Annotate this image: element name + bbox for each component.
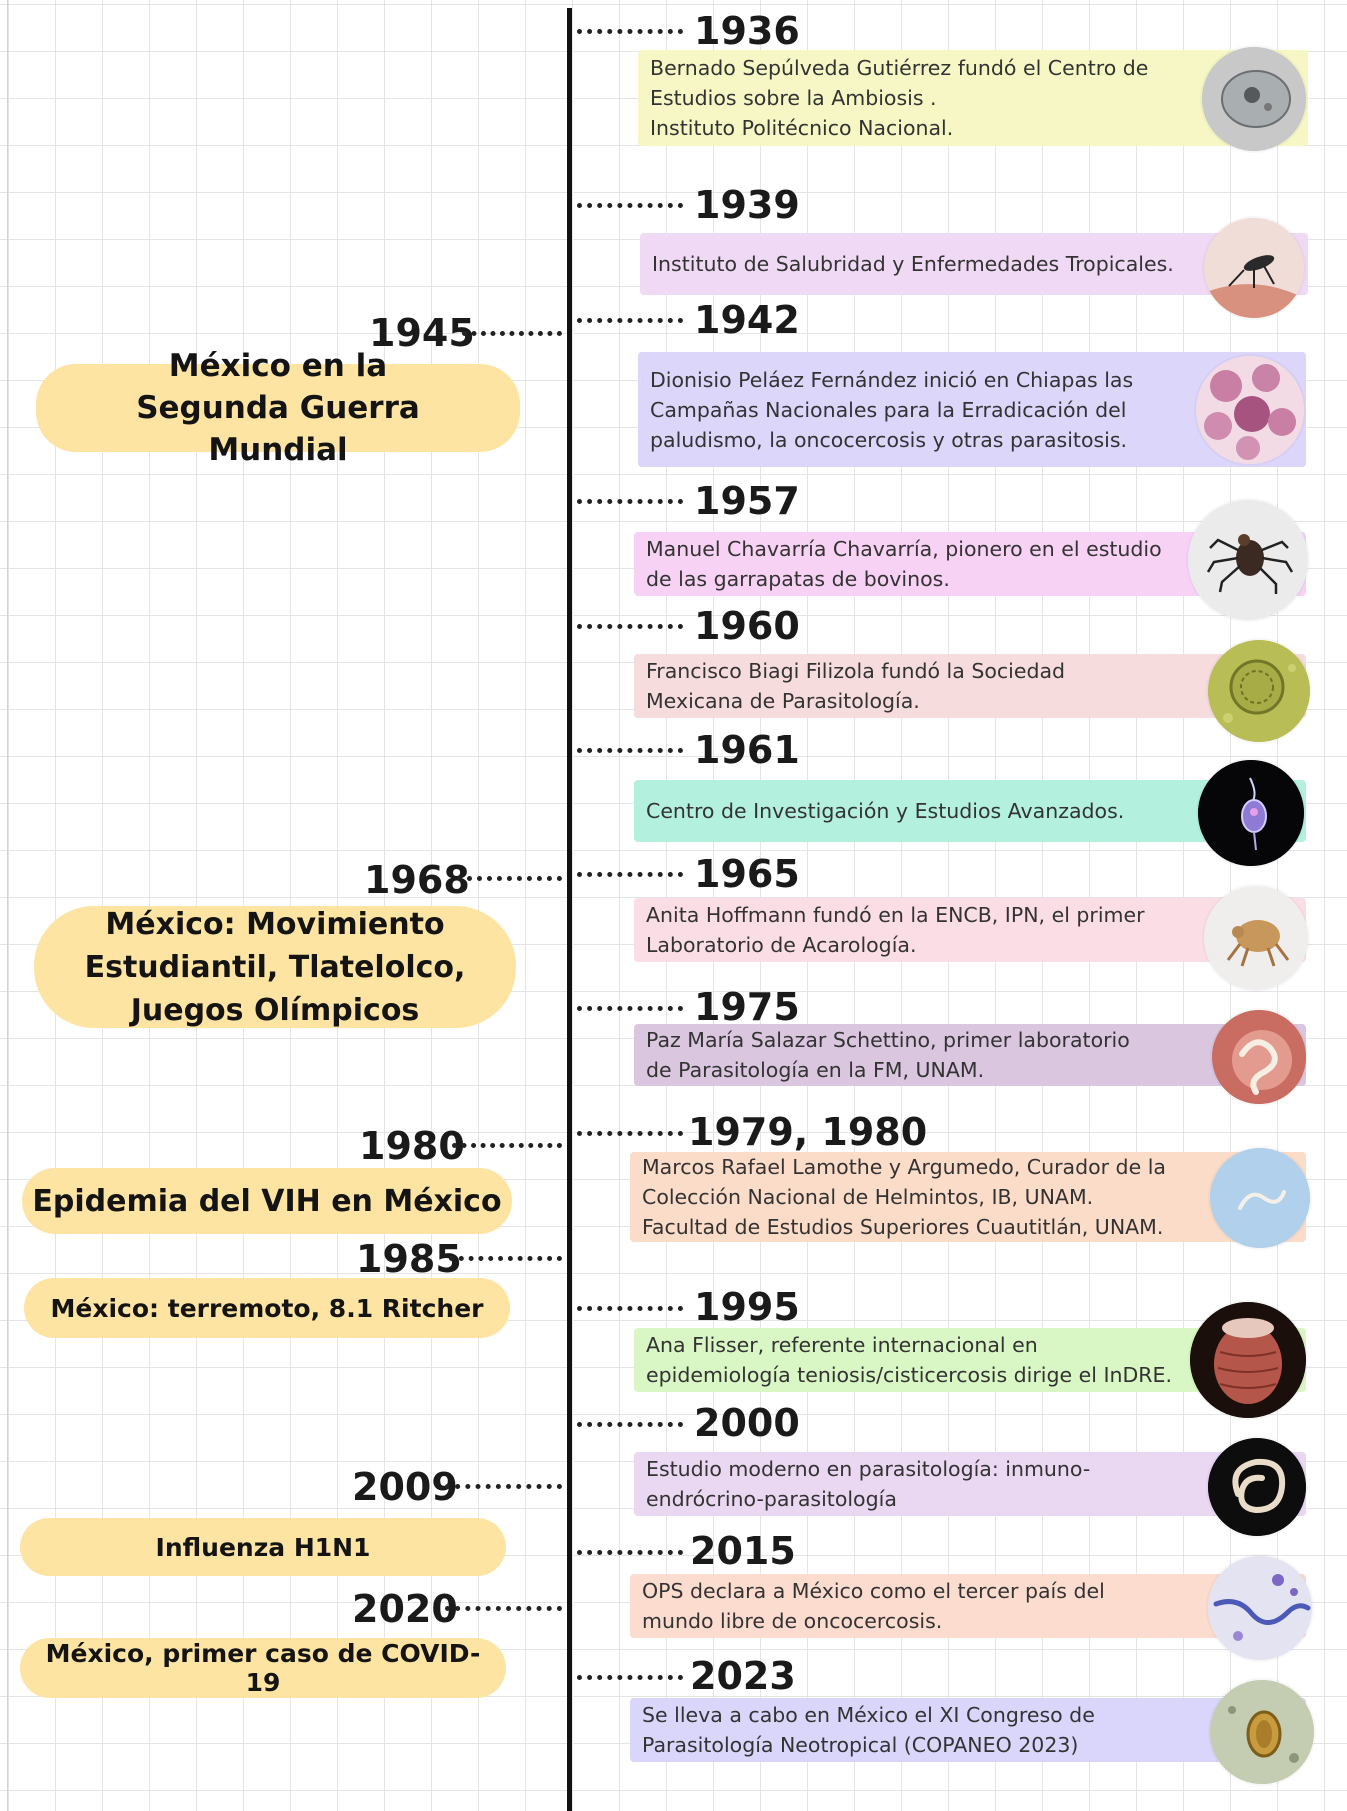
blood-cells-image <box>1196 356 1304 464</box>
microfilaria-image <box>1208 1556 1312 1660</box>
connector-dots <box>577 318 683 323</box>
history-pill: México: terremoto, 8.1 Ritcher <box>24 1278 510 1338</box>
history-year: 2020 <box>352 1590 458 1628</box>
connector-dots <box>462 331 562 336</box>
history-year: 1968 <box>364 861 470 899</box>
connector-dots <box>449 1256 562 1261</box>
microscope-egg-icon <box>1210 1680 1314 1784</box>
worm-tissue-image <box>1212 1010 1306 1104</box>
amoeba-icon <box>1202 47 1306 151</box>
tapeworm-icon <box>1190 1302 1306 1418</box>
coiled-worm-image <box>1208 1438 1306 1536</box>
mosquito-icon <box>1204 218 1304 318</box>
history-pill: México en la Segunda Guerra Mundial <box>36 364 520 452</box>
worm-tissue-icon <box>1212 1010 1306 1104</box>
event-year: 2000 <box>694 1404 800 1442</box>
event-card: Se lleva a cabo en México el XI Congreso… <box>630 1698 1306 1762</box>
connector-dots <box>577 1306 683 1311</box>
parasite-egg-image <box>1208 640 1310 742</box>
event-year: 1975 <box>694 988 800 1026</box>
blood-cells-icon <box>1196 356 1304 464</box>
event-card: Paz María Salazar Schettino, primer labo… <box>634 1024 1306 1086</box>
connector-dots <box>457 876 562 881</box>
connector-dots <box>445 1606 562 1611</box>
event-year: 1942 <box>694 301 800 339</box>
tapeworm-image <box>1190 1302 1306 1418</box>
event-year: 1960 <box>694 607 800 645</box>
parasite-egg-icon <box>1208 640 1310 742</box>
event-card: OPS declara a México como el tercer país… <box>630 1574 1306 1638</box>
event-card: Francisco Biagi Filizola fundó la Socied… <box>634 654 1306 718</box>
mosquito-image <box>1204 218 1304 318</box>
event-year: 1961 <box>694 731 800 769</box>
connector-dots <box>577 203 683 208</box>
event-year: 1939 <box>694 186 800 224</box>
connector-dots <box>577 1006 683 1011</box>
event-year: 1936 <box>694 12 800 50</box>
event-year: 1965 <box>694 855 800 893</box>
history-pill: Influenza H1N1 <box>20 1518 506 1576</box>
connector-dots <box>577 29 683 34</box>
history-pill: México: Movimiento Estudiantil, Tlatelol… <box>34 906 516 1028</box>
connector-dots <box>577 1422 683 1427</box>
history-year: 1980 <box>359 1127 465 1165</box>
event-year: 1979, 1980 <box>688 1113 927 1151</box>
history-pill: Epidemia del VIH en México <box>22 1168 512 1234</box>
mite-icon <box>1204 886 1308 990</box>
trichomonas-icon <box>1198 760 1304 866</box>
event-year: 1957 <box>694 482 800 520</box>
timeline-axis <box>567 8 572 1811</box>
connector-dots <box>577 872 683 877</box>
connector-dots <box>452 1143 562 1148</box>
connector-dots <box>577 499 683 504</box>
event-card: Estudio moderno en parasitología: inmuno… <box>634 1452 1306 1516</box>
page-border <box>7 0 8 1811</box>
event-year: 2023 <box>690 1657 796 1695</box>
tick-icon <box>1188 500 1308 620</box>
connector-dots <box>577 624 683 629</box>
amoeba-image <box>1202 47 1306 151</box>
microscope-egg-image <box>1210 1680 1314 1784</box>
tick-image <box>1188 500 1308 620</box>
mite-image <box>1204 886 1308 990</box>
helminth-icon <box>1210 1148 1310 1248</box>
event-year: 2015 <box>690 1532 796 1570</box>
connector-dots <box>577 1675 683 1680</box>
microfilaria-icon <box>1208 1556 1312 1660</box>
helminth-image <box>1210 1148 1310 1248</box>
connector-dots <box>577 748 683 753</box>
trichomonas-image <box>1198 760 1304 866</box>
history-pill: México, primer caso de COVID-19 <box>20 1638 506 1698</box>
connector-dots <box>577 1550 683 1555</box>
event-card: Marcos Rafael Lamothe y Argumedo, Curado… <box>630 1152 1306 1242</box>
history-year: 2009 <box>352 1468 458 1506</box>
coiled-worm-icon <box>1208 1438 1306 1536</box>
history-year: 1985 <box>356 1240 462 1278</box>
event-year: 1995 <box>694 1288 800 1326</box>
connector-dots <box>577 1131 683 1136</box>
connector-dots <box>445 1484 562 1489</box>
